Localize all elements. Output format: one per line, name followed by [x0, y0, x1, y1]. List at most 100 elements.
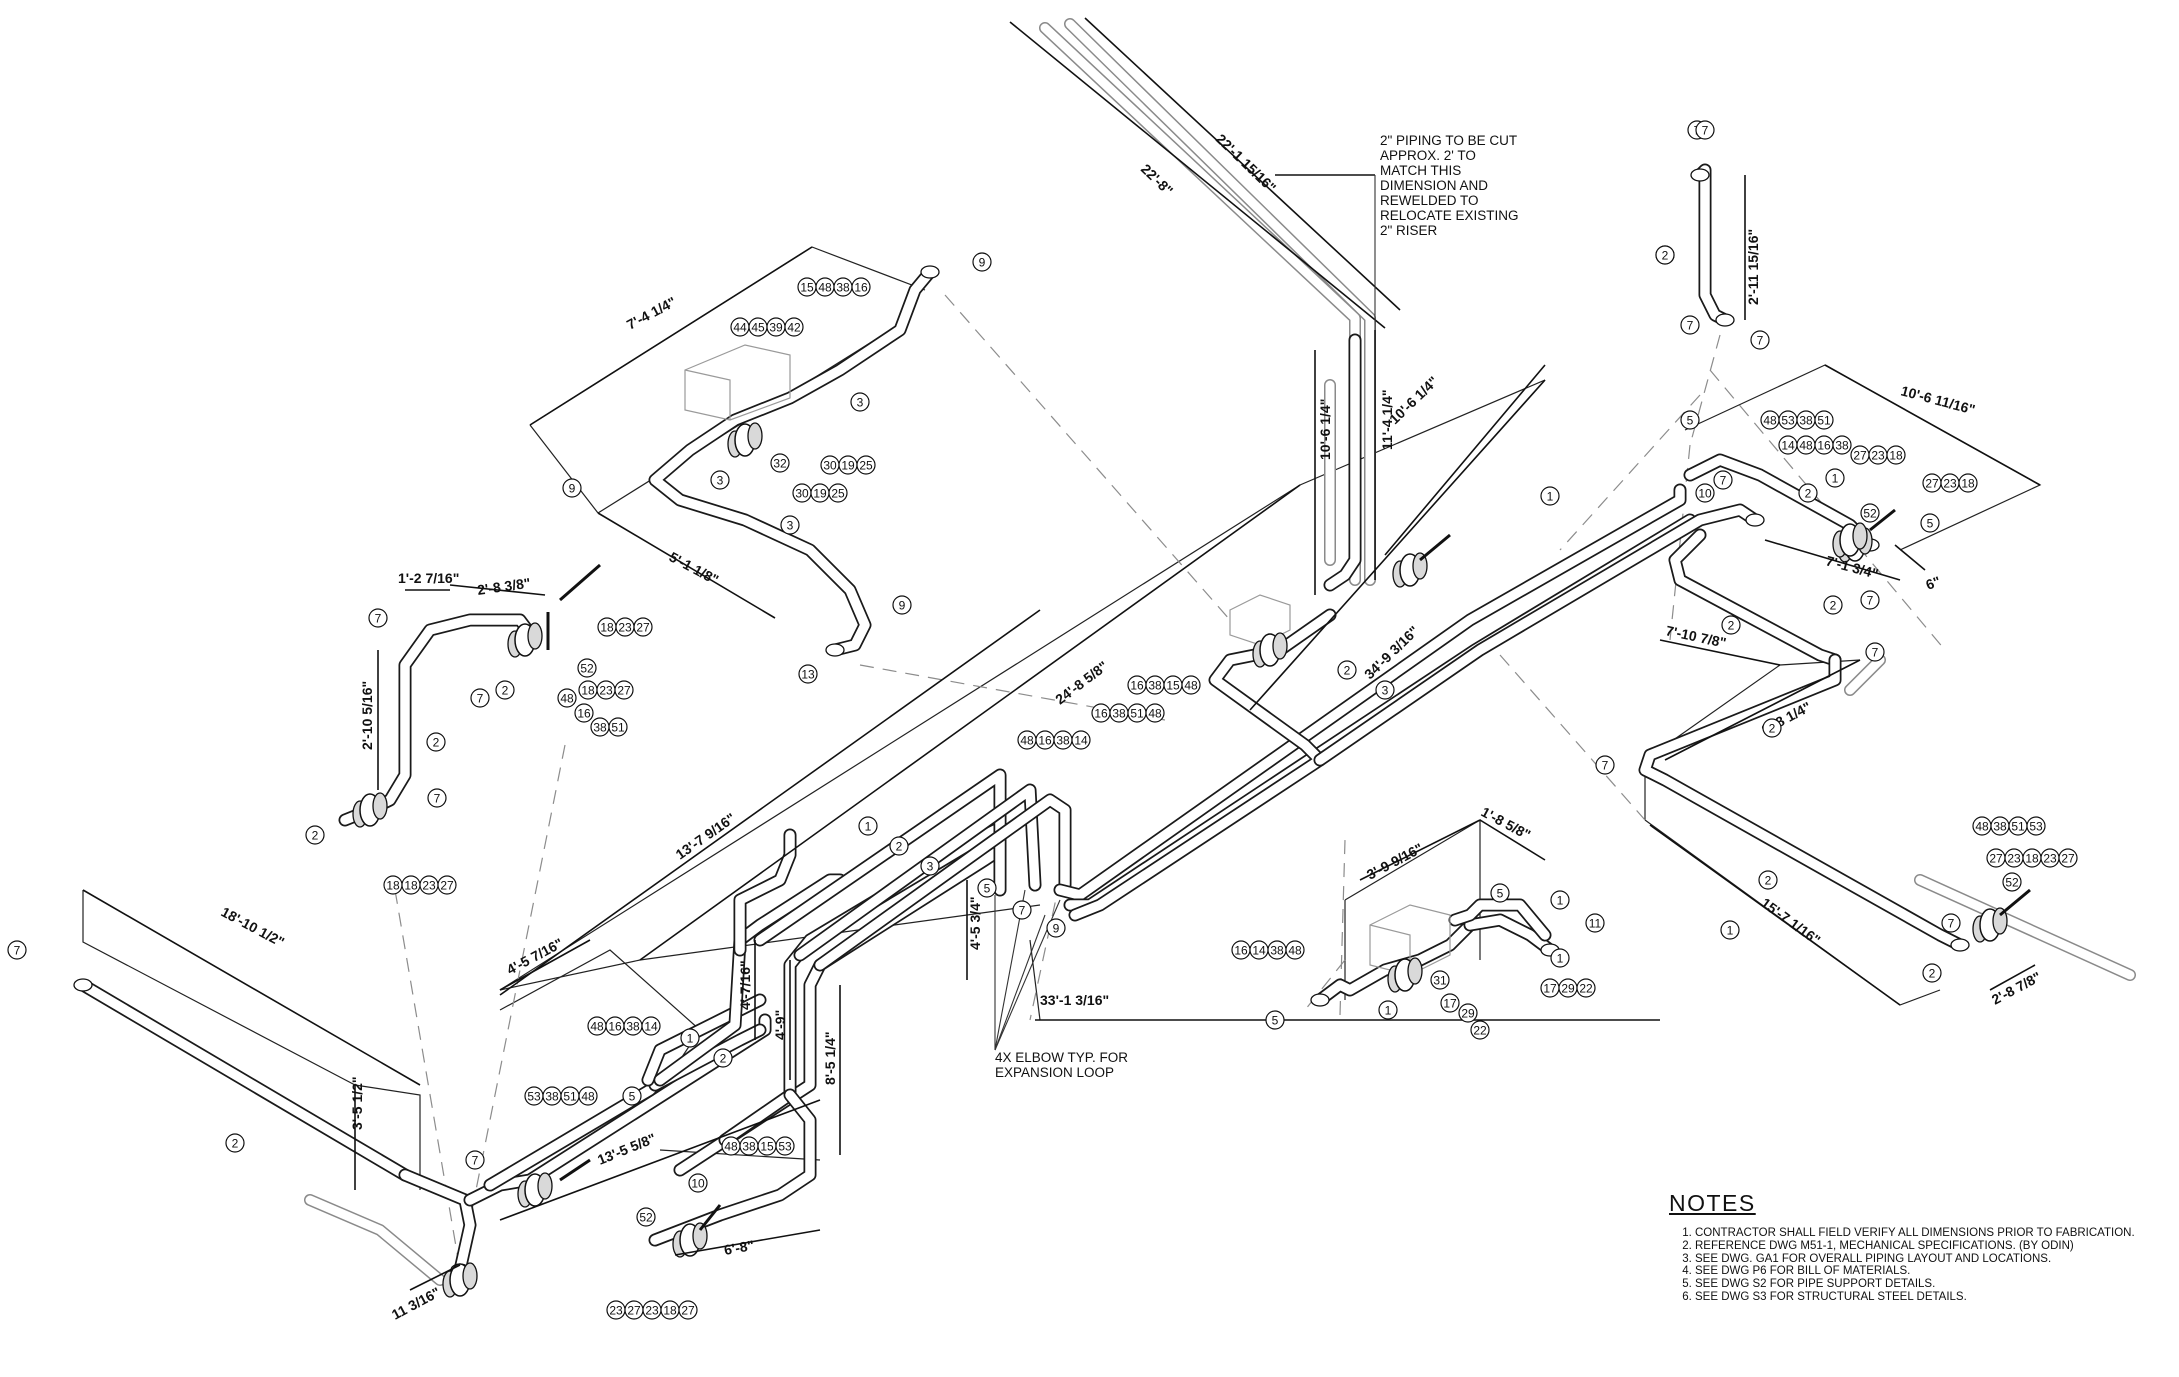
pipe-end — [1310, 993, 1330, 1007]
item-balloon-label: 18 — [2025, 852, 2039, 866]
item-balloon: 5 — [1490, 883, 1510, 903]
item-balloon: 17 — [1440, 993, 1460, 1013]
item-balloon-label: 10 — [691, 1177, 705, 1191]
item-balloon-label: 52 — [2005, 876, 2019, 890]
item-balloon: 38 — [623, 1016, 643, 1036]
dimension-text: 22'-1 15/16" — [1213, 131, 1279, 196]
item-balloon: 52 — [577, 658, 597, 678]
item-balloon: 15 — [1163, 675, 1183, 695]
item-balloon-label: 16 — [1038, 734, 1052, 748]
item-balloon: 7 — [1865, 642, 1885, 662]
item-balloon: 11 — [1585, 913, 1605, 933]
note-item: SEE DWG P6 FOR BILL OF MATERIALS. — [1695, 1265, 2179, 1278]
item-balloon: 27 — [633, 617, 653, 637]
item-balloon: 48 — [1181, 675, 1201, 695]
item-balloon-label: 11 — [1589, 917, 1602, 931]
item-balloon: 53 — [2026, 816, 2046, 836]
item-balloon-label: 45 — [751, 321, 765, 335]
item-balloon: 7 — [1680, 315, 1700, 335]
item-balloon-label: 38 — [1993, 820, 2007, 834]
item-balloon-label: 38 — [626, 1020, 640, 1034]
dimension-text: 5'-1 1/8" — [667, 549, 722, 588]
pipe-segment-fill — [655, 875, 845, 1085]
item-balloon-label: 52 — [639, 1211, 653, 1225]
item-balloon-label: 42 — [787, 321, 801, 335]
item-balloon: 27 — [624, 1300, 644, 1320]
dimension-text: 2'-11 15/16" — [1745, 229, 1761, 305]
pipe-segment-fill — [78, 980, 410, 1180]
item-balloon: 48 — [721, 1136, 741, 1156]
existing-pipe-fill — [1915, 875, 2135, 980]
item-balloon-label: 53 — [778, 1140, 792, 1154]
item-balloon: 38 — [1109, 703, 1129, 723]
valve — [442, 1262, 478, 1298]
dimension-text: 4'-5 3/4" — [967, 896, 983, 950]
item-balloon: 14 — [641, 1016, 661, 1036]
item-balloon-label: 7 — [434, 792, 441, 806]
item-balloon: 27 — [678, 1300, 698, 1320]
pipe-end — [1690, 168, 1710, 182]
item-balloon-label: 27 — [636, 621, 650, 635]
pipe-segment-fill — [400, 1170, 475, 1275]
item-balloon: 27 — [1922, 473, 1942, 493]
valve — [1832, 522, 1868, 558]
item-balloon-label: 7 — [375, 612, 382, 626]
pipe-segment-fill — [1640, 655, 1965, 950]
item-balloon-label: 2 — [1344, 664, 1351, 678]
item-balloon-label: 52 — [580, 662, 594, 676]
item-balloon-label: 5 — [1272, 1014, 1279, 1028]
item-balloon: 53 — [524, 1086, 544, 1106]
item-balloon: 45 — [748, 317, 768, 337]
dimension-text: 24'-8 5/8" — [1052, 658, 1111, 708]
pipe-segment-fill — [815, 795, 1070, 970]
valve-handle — [559, 563, 601, 602]
item-balloon: 7 — [368, 608, 388, 628]
dimension-text: 2'-8 7/8" — [1989, 968, 2044, 1007]
item-balloon: 2 — [1721, 615, 1741, 635]
pipe-segment-fill — [650, 267, 935, 655]
item-balloon-label: 48 — [1184, 679, 1198, 693]
item-balloon: 18 — [1886, 445, 1906, 465]
item-balloon: 18 — [383, 875, 403, 895]
item-balloon-label: 51 — [2011, 820, 2025, 834]
item-balloon-label: 1 — [1727, 924, 1734, 938]
item-balloons: 7271548381694445394233230192593301925391… — [7, 120, 2078, 1320]
item-balloon-label: 7 — [1019, 904, 1026, 918]
pipe-segment-fill — [1670, 530, 1840, 665]
item-balloon-label: 38 — [1835, 439, 1849, 453]
item-balloon: 16 — [851, 277, 871, 297]
item-balloon-label: 27 — [617, 684, 631, 698]
item-balloon: 1 — [1540, 486, 1560, 506]
item-balloon-label: 14 — [1074, 734, 1088, 748]
dimension-text: 33'-1 3/16" — [1040, 992, 1109, 1008]
item-balloon-label: 1 — [1557, 894, 1564, 908]
item-balloon-label: 18 — [600, 621, 614, 635]
item-balloon: 52 — [636, 1207, 656, 1227]
item-balloon-label: 1 — [865, 820, 872, 834]
dashed-tie-lines — [394, 294, 1946, 1271]
item-balloon: 16 — [1231, 940, 1251, 960]
item-balloon: 52 — [1860, 503, 1880, 523]
item-balloon: 19 — [810, 483, 830, 503]
item-balloon: 2 — [225, 1133, 245, 1153]
item-balloon-label: 9 — [899, 599, 906, 613]
item-balloon: 23 — [2040, 848, 2060, 868]
dimension-text: 4'-9" — [772, 1010, 788, 1040]
item-balloon: 27 — [614, 680, 634, 700]
pipe-end — [920, 265, 940, 279]
item-balloon-label: 27 — [1925, 477, 1939, 491]
item-balloon-label: 27 — [627, 1304, 641, 1318]
item-balloon: 17 — [1540, 978, 1560, 998]
item-balloon: 7 — [1750, 330, 1770, 350]
valve — [672, 1222, 708, 1258]
dimension-text: 2'-8 3/8" — [476, 575, 531, 598]
item-balloon-label: 18 — [404, 879, 418, 893]
item-balloon-label: 7 — [1867, 594, 1874, 608]
item-balloon: 16 — [605, 1016, 625, 1036]
item-balloon: 2 — [495, 680, 515, 700]
item-balloon: 5 — [977, 878, 997, 898]
item-balloon: 38 — [1145, 675, 1165, 695]
pipe-segment-fill — [795, 785, 1040, 960]
valve — [1972, 907, 2008, 943]
item-balloon-label: 15 — [1166, 679, 1180, 693]
